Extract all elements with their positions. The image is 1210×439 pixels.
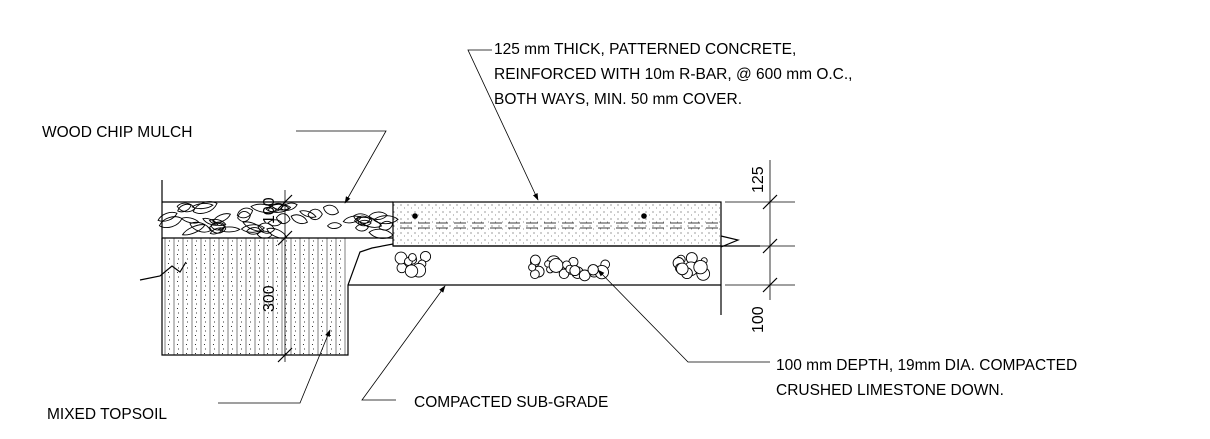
limestone-stone: [548, 258, 564, 273]
limestone-stone: [530, 254, 541, 266]
mulch-chips: [157, 201, 399, 239]
rebar-dot: [641, 213, 647, 219]
mulch-chip: [177, 203, 192, 213]
limestone-note-line2: CRUSHED LIMESTONE DOWN.: [776, 382, 1004, 399]
mulch-chip: [240, 224, 266, 233]
mulch-chip: [354, 223, 369, 232]
mulch-chip: [250, 203, 278, 213]
right-dimensions: [725, 160, 795, 300]
dim-limestone-100: 100: [750, 306, 767, 333]
mulch-chip: [352, 213, 373, 224]
topsoil-label: MIXED TOPSOIL: [47, 406, 167, 423]
mulch-chip: [357, 219, 372, 227]
mulch-chip: [299, 210, 317, 218]
mulch-chip: [326, 222, 343, 229]
mulch-chip: [176, 202, 196, 213]
limestone-stone: [693, 259, 708, 275]
concrete-note-line2: REINFORCED WITH 10m R-BAR, @ 600 mm O.C.…: [494, 66, 853, 83]
mulch-chip: [209, 227, 225, 235]
subgrade-leader: [361, 285, 446, 401]
mulch-chip: [275, 213, 291, 224]
concrete-note-line3: BOTH WAYS, MIN. 50 mm COVER.: [494, 91, 742, 108]
limestone-stone: [676, 262, 689, 276]
subgrade-label: COMPACTED SUB-GRADE: [414, 394, 608, 411]
mulch-chip: [307, 208, 323, 221]
mulch-chip: [180, 217, 200, 224]
mulch-chip: [290, 214, 308, 224]
mulch-chip: [257, 222, 275, 234]
mulch-leader: [296, 130, 387, 204]
mulch-chip: [322, 204, 339, 216]
limestone-stone: [404, 264, 419, 278]
mulch-chip: [209, 222, 227, 234]
dim-topsoil-300: 300: [261, 285, 278, 312]
mulch-chip: [342, 215, 362, 224]
topsoil-layer: [161, 237, 394, 356]
mulch-chip: [242, 221, 265, 232]
dim-concrete-125: 125: [750, 166, 767, 193]
mulch-chip: [236, 207, 254, 219]
limestone-stone: [408, 253, 417, 262]
mulch-chip: [266, 227, 288, 239]
mulch-chip: [202, 217, 219, 226]
mulch-chip: [181, 224, 206, 236]
mulch-label: WOOD CHIP MULCH: [42, 124, 192, 141]
rebar-dot: [412, 213, 418, 219]
mulch-chip: [212, 213, 232, 223]
left-dimensions: [277, 190, 293, 363]
leader-lines: [218, 49, 770, 404]
concrete-leader: [467, 49, 539, 201]
limestone-stone: [587, 264, 599, 276]
limestone-layer: [348, 245, 760, 315]
mulch-chip: [245, 227, 262, 235]
concrete-slab: [392, 201, 740, 248]
limestone-stone: [569, 265, 581, 277]
dim-mulch-100: 100: [261, 197, 278, 224]
limestone-leader: [597, 269, 770, 363]
mulch-chip: [191, 202, 214, 210]
mulch-chip: [189, 221, 212, 233]
topsoil-leader: [218, 329, 331, 404]
mulch-chip: [192, 201, 218, 214]
mulch-layer: [157, 180, 399, 290]
break-line: [139, 261, 187, 281]
concrete-note-line1: 125 mm THICK, PATTERNED CONCRETE,: [494, 41, 796, 58]
limestone-note-line1: 100 mm DEPTH, 19mm DIA. COMPACTED: [776, 357, 1077, 374]
limestone-stones: [394, 250, 711, 282]
mulch-chip: [270, 203, 290, 211]
mulch-chip: [378, 220, 394, 231]
